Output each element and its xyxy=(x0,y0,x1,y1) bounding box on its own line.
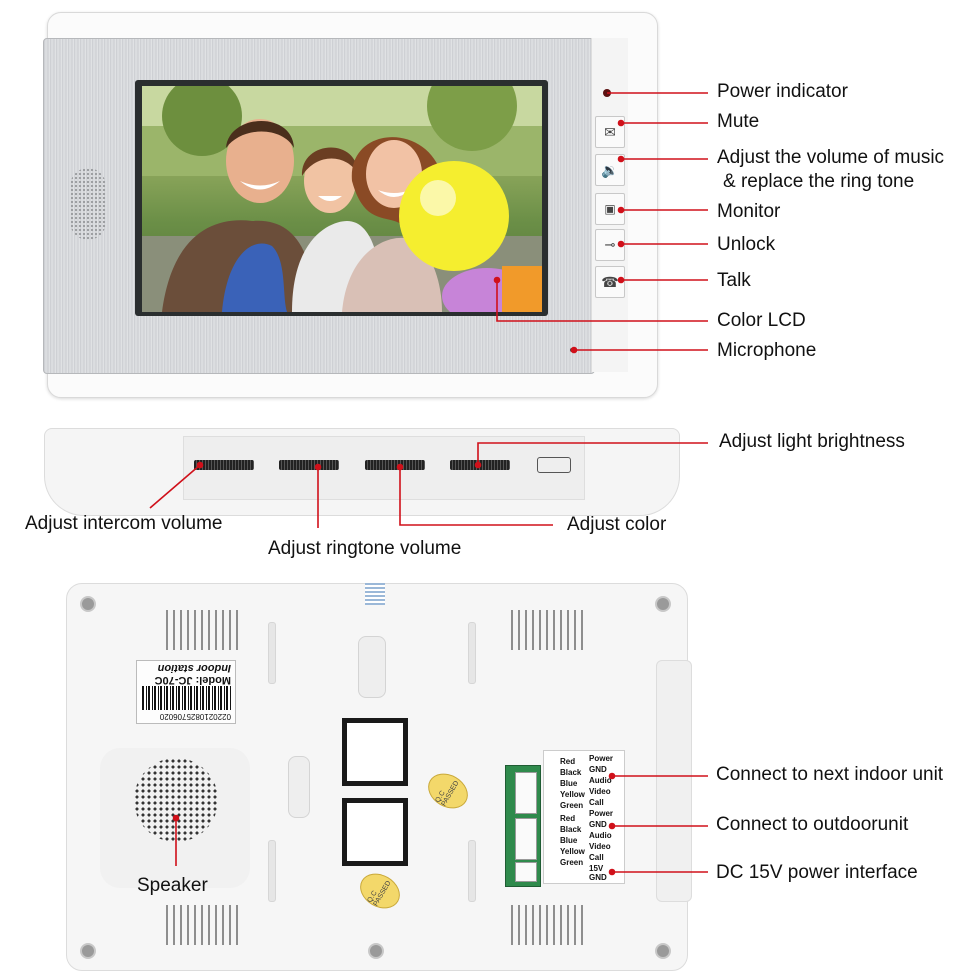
wire-color: Yellow xyxy=(560,847,585,856)
label-color-lcd: Color LCD xyxy=(717,310,806,331)
label-volume-line1: Adjust the volume of music xyxy=(717,147,945,168)
phone-handset-icon: ☎ xyxy=(601,273,619,290)
label-microphone: Microphone xyxy=(717,340,817,361)
wire-function: Call xyxy=(589,798,604,807)
terminal-connector-3[interactable] xyxy=(515,862,537,882)
hook-slot xyxy=(288,756,310,818)
wire-function: Video xyxy=(589,787,611,796)
rib xyxy=(468,622,476,684)
wire-color: Black xyxy=(560,825,582,834)
wire-function: Audio xyxy=(589,831,612,840)
label-power-indicator: Power indicator xyxy=(717,81,848,102)
person-monitor-icon: ▣ xyxy=(604,202,616,216)
back-side-tab xyxy=(656,660,692,902)
wire-function: Power xyxy=(589,754,614,763)
screw xyxy=(80,596,96,612)
label-adjust-color: Adjust color xyxy=(567,514,667,535)
label-volume-line2: & replace the ring tone xyxy=(723,171,915,192)
label-next-indoor-unit: Connect to next indoor unit xyxy=(716,764,944,785)
wire-color: Black xyxy=(560,768,582,777)
vent-slots xyxy=(166,905,238,945)
wire-function: 15V xyxy=(589,864,604,873)
label-ringtone-volume: Adjust ringtone volume xyxy=(268,538,462,559)
label-dc-power: DC 15V power interface xyxy=(716,862,918,883)
ringtone-volume-wheel[interactable] xyxy=(279,460,339,470)
screw xyxy=(655,943,671,959)
label-intercom-volume: Adjust intercom volume xyxy=(25,513,223,534)
wire-color: Red xyxy=(560,757,576,766)
vent-slots xyxy=(166,610,238,650)
vent-slots xyxy=(511,905,583,945)
rib xyxy=(268,840,276,902)
wire-color: Green xyxy=(560,858,584,867)
screw xyxy=(80,943,96,959)
wire-color: Red xyxy=(560,814,576,823)
mute-button[interactable]: ✉ xyxy=(595,116,625,148)
label-light-brightness: Adjust light brightness xyxy=(719,431,905,452)
terminal-connector-2[interactable] xyxy=(515,818,537,860)
label-monitor: Monitor xyxy=(717,201,781,222)
wire-function: Power xyxy=(589,809,614,818)
mount-bracket xyxy=(342,718,408,786)
callout-line xyxy=(399,467,553,526)
wire-color: Blue xyxy=(560,836,578,845)
vent-slots xyxy=(511,610,583,650)
front-speaker-grill xyxy=(70,168,106,240)
wire-function: GND xyxy=(589,873,607,882)
rib xyxy=(468,840,476,902)
family-photo xyxy=(142,86,542,312)
screw xyxy=(655,596,671,612)
screw xyxy=(368,943,384,959)
speaker-volume-icon: 🔉 xyxy=(601,161,619,178)
color-wheel[interactable] xyxy=(365,460,425,470)
hook-slot xyxy=(358,636,386,698)
wire-color: Blue xyxy=(560,779,578,788)
label-mute: Mute xyxy=(717,111,760,132)
intercom-volume-wheel[interactable] xyxy=(194,460,254,470)
key-icon: ⊸ xyxy=(604,237,616,252)
label-outdoor-unit: Connect to outdoorunit xyxy=(716,814,909,835)
wire-function: GND xyxy=(589,820,607,829)
callout-line xyxy=(149,464,201,509)
label-unlock: Unlock xyxy=(717,234,776,255)
wire-function: GND xyxy=(589,765,607,774)
envelope-icon: ✉ xyxy=(604,123,616,140)
callout-line xyxy=(496,280,708,322)
callout-line xyxy=(477,442,708,465)
terminal-connector-1[interactable] xyxy=(515,772,537,814)
wire-function: Video xyxy=(589,842,611,851)
bottom-port xyxy=(537,457,571,473)
label-speaker: Speaker xyxy=(137,875,208,896)
wire-function: Call xyxy=(589,853,604,862)
wiring-label-panel: Red Black Blue Yellow Green Power GND Au… xyxy=(543,750,625,884)
rib xyxy=(268,622,276,684)
wire-color: Green xyxy=(560,801,584,810)
wire-function: Audio xyxy=(589,776,612,785)
wire-color: Yellow xyxy=(560,790,585,799)
top-clip xyxy=(365,583,385,605)
label-talk: Talk xyxy=(717,270,751,291)
mount-bracket xyxy=(342,798,408,866)
